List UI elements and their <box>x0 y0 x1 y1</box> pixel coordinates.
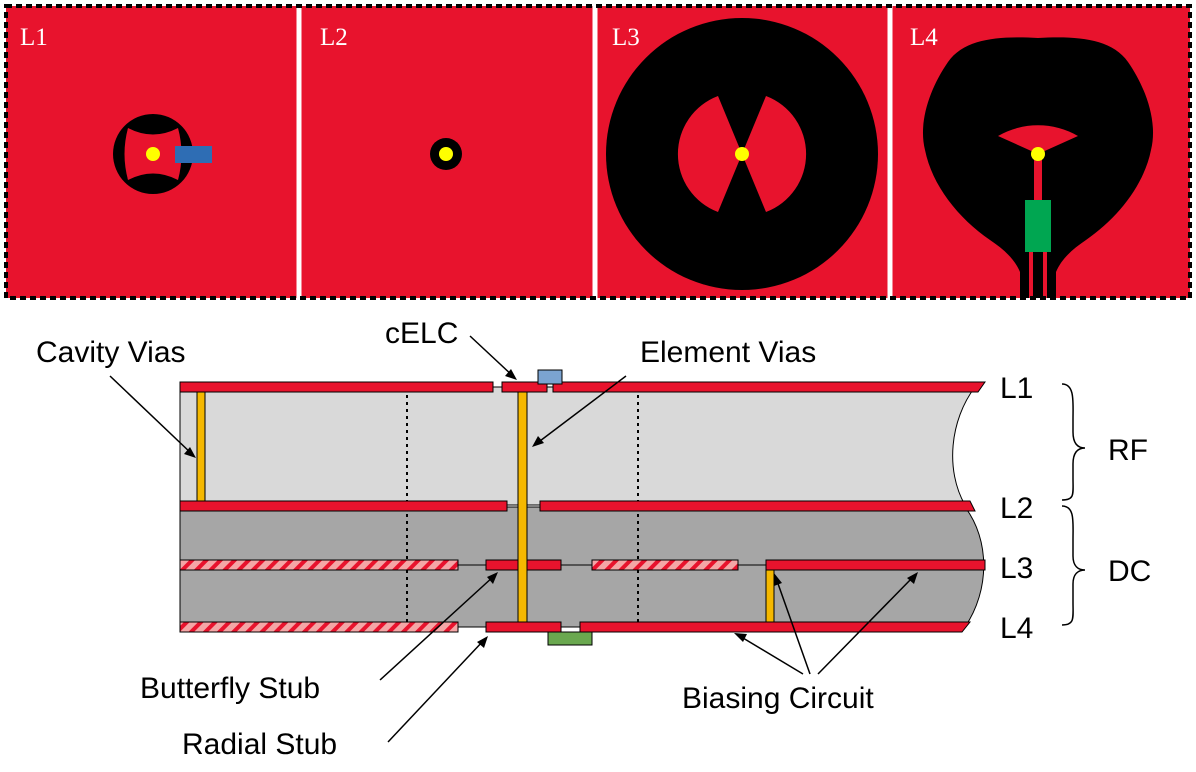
arrow-biasing-circuit <box>737 634 804 675</box>
cavity-via <box>196 391 206 502</box>
callout-celc: cELC <box>385 317 458 350</box>
arrow-biasing-circuit <box>775 577 811 675</box>
celc-component <box>175 146 212 163</box>
bias-via <box>765 569 775 623</box>
arrow-element-vias <box>535 375 627 445</box>
rf-brace <box>1061 383 1086 501</box>
panel-l2-label: L2 <box>320 24 348 51</box>
rf-substrate <box>179 386 977 506</box>
l4-hatched-copper <box>179 621 459 633</box>
l1-copper <box>179 381 494 393</box>
arrow-biasing-circuit <box>817 575 915 675</box>
radial-stub-trace <box>485 621 562 633</box>
feed-point <box>439 147 453 161</box>
layer-views: L1 L2 L3 L4 <box>4 4 1192 300</box>
callout-butterfly-stub: Butterfly Stub <box>140 672 320 705</box>
arrow-butterfly-stub <box>379 575 495 681</box>
layer-label-l2: L2 <box>1000 492 1033 525</box>
arrowhead <box>907 572 918 584</box>
panel-l2: L2 <box>320 24 462 170</box>
arrowhead <box>487 572 498 584</box>
arrowhead <box>734 633 747 642</box>
callout-element-vias: Element Vias <box>640 336 816 369</box>
panel-l4-label: L4 <box>910 24 938 51</box>
arrow-cavity-vias <box>109 375 194 456</box>
arrow-celc <box>469 335 515 378</box>
panel-l3-label: L3 <box>612 24 640 51</box>
group-label-dc: DC <box>1108 555 1151 588</box>
l3-hatched-copper <box>591 559 739 571</box>
callout-arrows <box>109 335 918 743</box>
celc-component <box>537 369 563 385</box>
layer-label-l4: L4 <box>1000 612 1033 645</box>
feed-point <box>1031 147 1045 161</box>
bias-line <box>1034 154 1042 214</box>
element-via <box>517 391 528 623</box>
callout-biasing-circuit: Biasing Circuit <box>682 682 874 715</box>
l3-bias-trace <box>765 559 986 571</box>
callout-cavity-vias: Cavity Vias <box>36 336 186 369</box>
arrowhead <box>532 436 544 447</box>
feed-point <box>146 147 160 161</box>
bias-component <box>1025 200 1051 252</box>
bias-component <box>547 631 593 646</box>
dc-brace <box>1061 505 1086 626</box>
arrowhead <box>184 447 196 458</box>
arrowhead <box>505 369 517 380</box>
l2-copper <box>179 500 508 512</box>
callout-radial-stub: Radial Stub <box>182 728 337 761</box>
cross-section: L1 L2 L3 L4 RF DC Cavity Vias cELC Eleme… <box>36 317 1151 761</box>
bias-line <box>1043 252 1047 298</box>
l2-copper <box>539 500 976 512</box>
panel-l4: L4 <box>910 24 1154 298</box>
group-label-rf: RF <box>1108 434 1148 467</box>
arrowhead <box>774 573 782 586</box>
radial-stub <box>998 125 1078 154</box>
panel-l3: L3 <box>606 18 878 290</box>
panel-l1: L1 <box>20 24 212 194</box>
l4-bias-trace <box>579 621 972 633</box>
arrowhead <box>477 636 488 648</box>
panel-l1-label: L1 <box>20 24 48 51</box>
bias-line <box>1029 252 1033 298</box>
arrow-radial-stub <box>387 639 485 743</box>
layer-label-l3: L3 <box>1000 552 1033 585</box>
layer-label-l1: L1 <box>1000 372 1033 405</box>
feed-point <box>735 147 749 161</box>
l3-hatched-copper <box>179 559 459 571</box>
layer-views-border <box>4 4 1192 300</box>
l1-copper <box>552 381 986 393</box>
